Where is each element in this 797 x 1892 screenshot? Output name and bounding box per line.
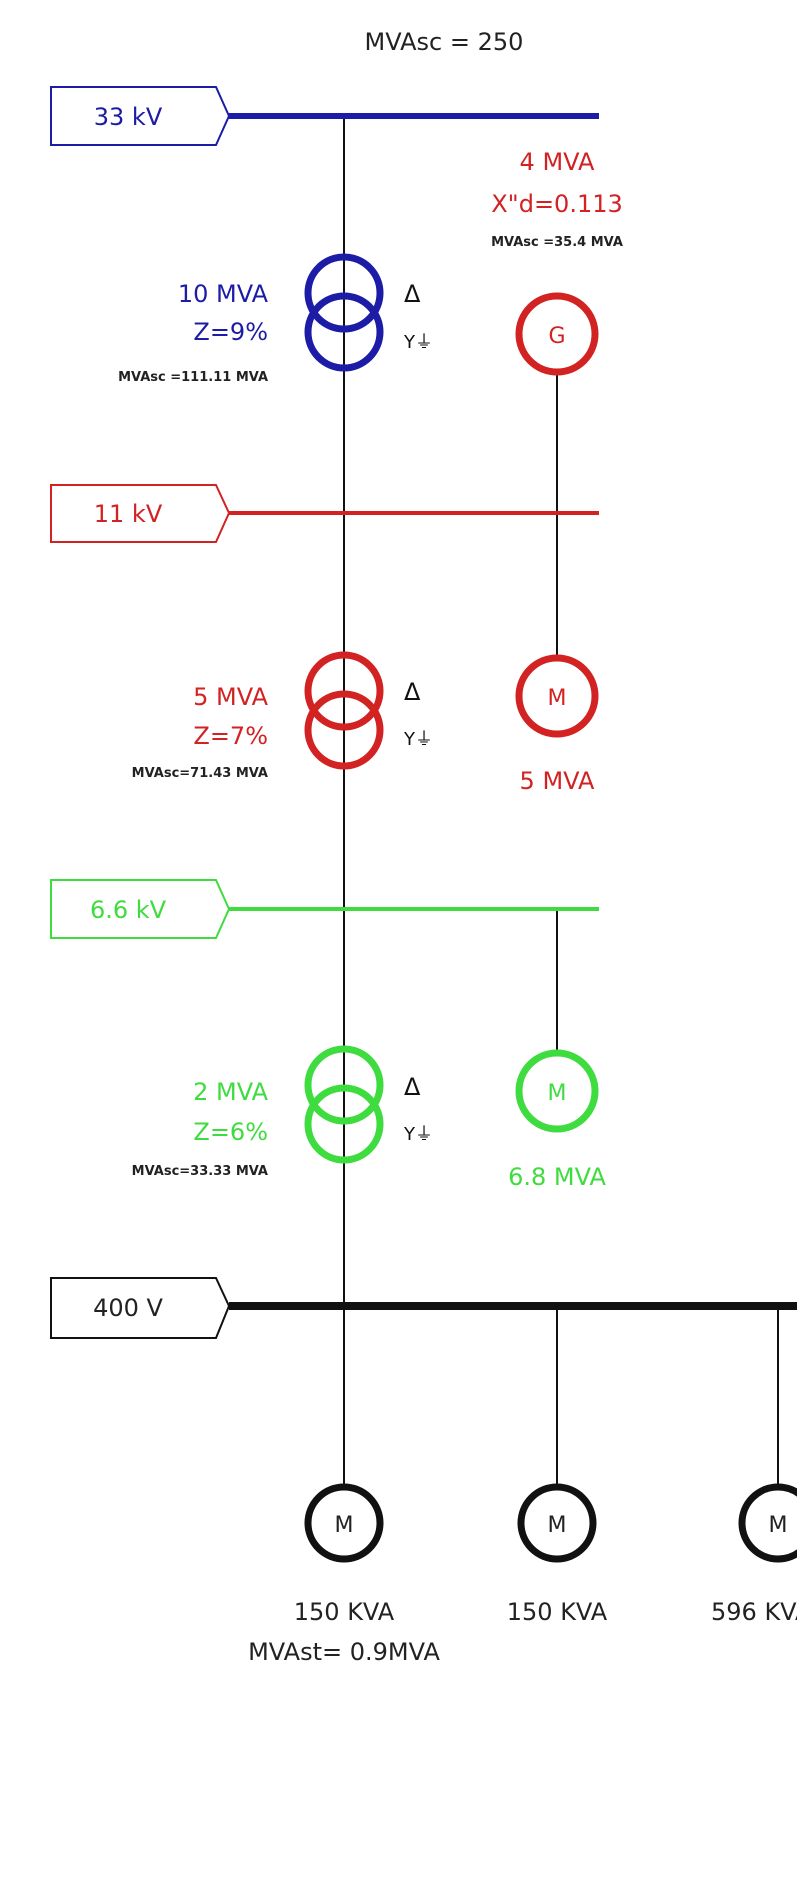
motor-400v-1: M 150 KVA MVAst= 0.9MVA xyxy=(248,1483,440,1666)
motor-400v-2: M 150 KVA xyxy=(507,1483,608,1626)
motor-400v-3: M 596 KVA xyxy=(711,1483,797,1626)
primary-winding-icon xyxy=(304,651,384,731)
bus-33kv: 33 kV xyxy=(50,86,599,146)
winding-wye-grounded-icon: Y⏚ xyxy=(403,1124,433,1145)
transformer-rating: 10 MVA xyxy=(178,280,269,308)
transformer-impedance: Z=9% xyxy=(193,318,268,346)
bus-label: 6.6 kV xyxy=(90,896,167,924)
motor-icon xyxy=(515,654,599,738)
transformer-rating: 5 MVA xyxy=(193,683,268,711)
motor-rating: 150 KVA xyxy=(507,1598,608,1626)
motor-symbol: M xyxy=(335,1513,354,1538)
generator-rating: 4 MVA xyxy=(520,148,595,176)
motor-rating: 5 MVA xyxy=(520,767,595,795)
winding-wye-grounded-icon: Y⏚ xyxy=(403,332,433,353)
transformer-mvasc: MVAsc=71.43 MVA xyxy=(132,766,268,781)
motor-rating: 150 KVA xyxy=(294,1598,395,1626)
transformer-rating: 2 MVA xyxy=(193,1078,268,1106)
bus-6-6kv: 6.6 kV xyxy=(50,879,599,939)
transformer-impedance: Z=6% xyxy=(193,1118,268,1146)
winding-delta-icon: Δ xyxy=(404,678,421,706)
transformer-2mva: Δ Y⏚ 2 MVA Z=6% MVAsc=33.33 MVA xyxy=(132,1045,433,1179)
motor-symbol: M xyxy=(548,686,567,711)
bus-tag-6-6kv xyxy=(50,879,231,939)
winding-delta-icon: Δ xyxy=(404,280,421,308)
bus-tag-400v xyxy=(50,1277,231,1339)
winding-delta-icon: Δ xyxy=(404,1073,421,1101)
motor-icon xyxy=(515,1049,599,1133)
motor-rating: 596 KVA xyxy=(711,1598,797,1626)
primary-winding-icon xyxy=(304,1045,384,1125)
motor-icon xyxy=(738,1483,797,1563)
motor-rating: 6.8 MVA xyxy=(508,1163,606,1191)
bus-label: 400 V xyxy=(93,1294,163,1322)
motor-starting-mva: MVAst= 0.9MVA xyxy=(248,1638,440,1666)
source-mvasc-label: MVAsc = 250 xyxy=(365,28,524,56)
generator: 4 MVA X"d=0.113 MVAsc =35.4 MVA G xyxy=(491,148,623,376)
motor-icon xyxy=(517,1483,597,1563)
transformer-impedance: Z=7% xyxy=(193,722,268,750)
transformer-mvasc: MVAsc =111.11 MVA xyxy=(118,370,268,385)
secondary-winding-icon xyxy=(304,1084,384,1164)
transformer-mvasc: MVAsc=33.33 MVA xyxy=(132,1164,268,1179)
secondary-winding-icon xyxy=(304,690,384,770)
bus-tag-33kv xyxy=(50,86,231,146)
bus-11kv: 11 kV xyxy=(50,484,599,543)
secondary-winding-icon xyxy=(304,292,384,372)
generator-mvasc: MVAsc =35.4 MVA xyxy=(491,235,623,250)
primary-winding-icon xyxy=(304,253,384,333)
motor-icon xyxy=(304,1483,384,1563)
transformer-10mva: Δ Y⏚ 10 MVA Z=9% MVAsc =111.11 MVA xyxy=(118,253,433,385)
motor-symbol: M xyxy=(548,1513,567,1538)
motor-symbol: M xyxy=(769,1513,788,1538)
generator-reactance: X"d=0.113 xyxy=(491,190,623,218)
motor-6-8mva: M 6.8 MVA xyxy=(508,1049,606,1191)
bus-400v: 400 V xyxy=(50,1277,797,1339)
transformer-5mva: Δ Y⏚ 5 MVA Z=7% MVAsc=71.43 MVA xyxy=(132,651,433,781)
generator-icon xyxy=(515,292,599,376)
bus-label: 11 kV xyxy=(94,500,163,528)
bus-tag-11kv xyxy=(50,484,231,543)
generator-symbol: G xyxy=(548,324,565,349)
bus-label: 33 kV xyxy=(94,103,163,131)
winding-wye-grounded-icon: Y⏚ xyxy=(403,729,433,750)
motor-5mva: M 5 MVA xyxy=(515,654,599,795)
motor-symbol: M xyxy=(548,1081,567,1106)
